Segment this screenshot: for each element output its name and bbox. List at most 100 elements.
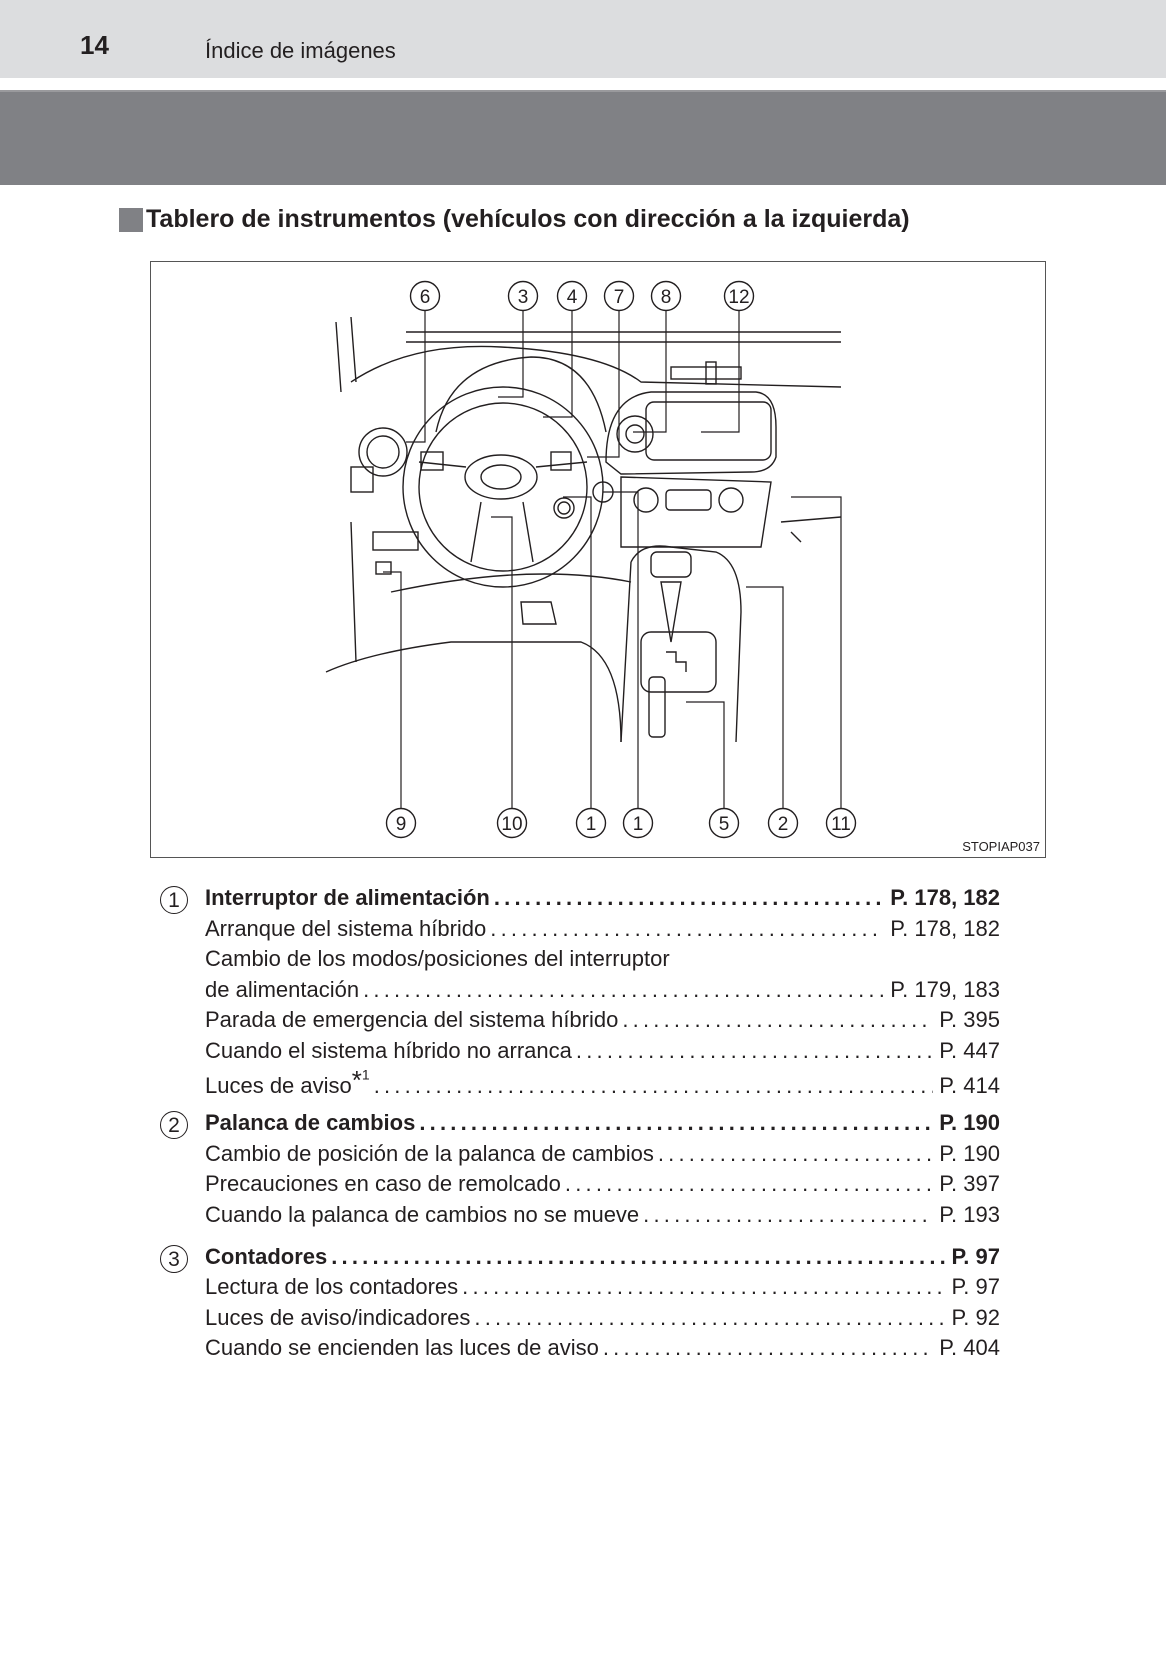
dot-leader: ........................................… bbox=[462, 1274, 945, 1300]
callout-number: 1 bbox=[633, 814, 644, 835]
callout-bottom-4: 5 bbox=[708, 807, 740, 839]
callout-number: 8 bbox=[661, 287, 672, 308]
entry-label: Cuando el sistema híbrido no arranca bbox=[205, 1037, 572, 1063]
callout-top-1: 3 bbox=[507, 280, 539, 312]
entry-label: Cuando se encienden las luces de aviso bbox=[205, 1335, 599, 1361]
dot-leader: ........................................… bbox=[474, 1304, 945, 1330]
section-heading: Tablero de instrumentos (vehículos con d… bbox=[119, 205, 910, 234]
item-number-badge: 1 bbox=[160, 886, 188, 914]
entry-label: Cambio de posición de la palanca de camb… bbox=[205, 1140, 654, 1166]
leader-line bbox=[406, 296, 426, 443]
dot-leader: ........................................… bbox=[493, 885, 884, 910]
callout-number: 6 bbox=[420, 287, 431, 308]
page-reference[interactable]: P. 193 bbox=[939, 1201, 1000, 1227]
page-reference[interactable]: P. 97 bbox=[951, 1243, 1000, 1269]
index-entry-sub: Precauciones en caso de remolcado.......… bbox=[160, 1171, 1000, 1202]
page-reference[interactable]: P. 179, 183 bbox=[890, 976, 1000, 1002]
entry-label: Lectura de los contadores bbox=[205, 1274, 459, 1300]
page-reference[interactable]: P. 178, 182 bbox=[890, 915, 1000, 941]
header-band bbox=[0, 90, 1166, 185]
index-entry-sub: Cambio de posición de la palanca de camb… bbox=[160, 1141, 1000, 1172]
dot-leader: ........................................… bbox=[622, 1007, 933, 1033]
callout-number: 1 bbox=[586, 814, 597, 835]
item-number-badge: 2 bbox=[160, 1111, 188, 1140]
page-number: 14 bbox=[80, 30, 109, 60]
leader-line bbox=[633, 296, 667, 433]
callout-bottom-1: 10 bbox=[496, 807, 528, 839]
page-reference[interactable]: P. 397 bbox=[939, 1171, 1000, 1197]
index-entry-sub: Arranque del sistema híbrido............… bbox=[160, 916, 1000, 947]
entry-label: de alimentación bbox=[205, 976, 360, 1002]
callout-top-4: 8 bbox=[650, 280, 682, 312]
page-header: 14 Índice de imágenes bbox=[0, 0, 1166, 78]
leader-line bbox=[587, 296, 620, 458]
callout-number: 3 bbox=[518, 287, 529, 308]
dot-leader: ........................................… bbox=[602, 1335, 933, 1361]
leader-line bbox=[701, 296, 740, 433]
entry-label: Arranque del sistema híbrido bbox=[205, 915, 487, 941]
index-entry-sub: Parada de emergencia del sistema híbrido… bbox=[160, 1007, 1000, 1038]
callout-top-2: 4 bbox=[556, 280, 588, 312]
callout-number: 2 bbox=[778, 814, 789, 835]
index-entry-sub: Cuando se encienden las luces de aviso..… bbox=[160, 1335, 1000, 1366]
figure-code: STOPIAP037 bbox=[962, 839, 1040, 854]
index-entry-sub: Cuando el sistema híbrido no arranca....… bbox=[160, 1038, 1000, 1069]
entry-label: Luces de aviso*1 bbox=[205, 1064, 370, 1098]
callout-number: 7 bbox=[614, 287, 625, 308]
page-reference[interactable]: P. 404 bbox=[939, 1335, 1000, 1361]
index-entry-sub: Lectura de los contadores...............… bbox=[160, 1274, 1000, 1305]
leader-line bbox=[603, 491, 639, 823]
callout-number: 12 bbox=[728, 287, 749, 308]
entry-label: Palanca de cambios bbox=[205, 1110, 416, 1136]
page-reference[interactable]: P. 178, 182 bbox=[890, 885, 1000, 910]
leader-line bbox=[746, 586, 784, 823]
callout-number: 4 bbox=[567, 287, 578, 308]
index-entry-sub: Luces de aviso/indicadores..............… bbox=[160, 1305, 1000, 1336]
leader-line bbox=[383, 571, 402, 823]
dot-leader: ........................................… bbox=[564, 1171, 933, 1197]
dot-leader: ........................................… bbox=[419, 1110, 934, 1136]
index-entry-sub: de alimentación.........................… bbox=[160, 977, 1000, 1008]
footnote-mark: *1 bbox=[351, 1064, 370, 1095]
dot-leader: ........................................… bbox=[490, 915, 884, 941]
callout-top-5: 12 bbox=[723, 280, 755, 312]
index-entry-sub: Cambio de los modos/posiciones del inter… bbox=[160, 946, 1000, 977]
page-reference[interactable]: P. 395 bbox=[939, 1007, 1000, 1033]
dot-leader: ........................................… bbox=[575, 1037, 933, 1063]
callout-top-3: 7 bbox=[603, 280, 635, 312]
page-reference[interactable]: P. 190 bbox=[939, 1140, 1000, 1166]
dot-leader: ........................................… bbox=[643, 1201, 934, 1227]
chapter-title: Índice de imágenes bbox=[205, 38, 396, 63]
page-reference[interactable]: P. 190 bbox=[939, 1110, 1000, 1136]
entry-label: Contadores bbox=[205, 1243, 328, 1269]
callout-bottom-3: 1 bbox=[622, 807, 654, 839]
section-title: Tablero de instrumentos (vehículos con d… bbox=[146, 205, 910, 233]
square-bullet-icon bbox=[119, 207, 143, 232]
callout-number: 11 bbox=[831, 814, 851, 835]
entry-label: Parada de emergencia del sistema híbrido bbox=[205, 1007, 619, 1033]
page-reference[interactable]: P. 447 bbox=[939, 1037, 1000, 1063]
callout-bottom-2: 1 bbox=[575, 807, 607, 839]
callout-bottom-5: 2 bbox=[767, 807, 799, 839]
callout-number: 10 bbox=[501, 814, 522, 835]
index-entry-main: 3 Contadores.............................… bbox=[160, 1244, 1000, 1275]
leader-line bbox=[686, 701, 725, 823]
dot-leader: ........................................… bbox=[363, 976, 884, 1002]
page-reference[interactable]: P. 414 bbox=[939, 1072, 1000, 1098]
page-reference[interactable]: P. 97 bbox=[951, 1274, 1000, 1300]
index-entry-sub: Cuando la palanca de cambios no se mueve… bbox=[160, 1202, 1000, 1233]
leader-line bbox=[491, 516, 513, 823]
page-reference[interactable]: P. 92 bbox=[951, 1304, 1000, 1330]
dot-leader: ........................................… bbox=[331, 1243, 946, 1269]
leader-line bbox=[563, 496, 592, 823]
entry-label: Luces de aviso/indicadores bbox=[205, 1304, 471, 1330]
line-art bbox=[325, 316, 842, 743]
item-number-badge: 3 bbox=[160, 1244, 188, 1273]
dot-leader: ........................................… bbox=[373, 1072, 934, 1098]
leader-line bbox=[543, 296, 573, 418]
callout-bottom-0: 9 bbox=[385, 807, 417, 839]
callout-number: 5 bbox=[719, 814, 730, 835]
